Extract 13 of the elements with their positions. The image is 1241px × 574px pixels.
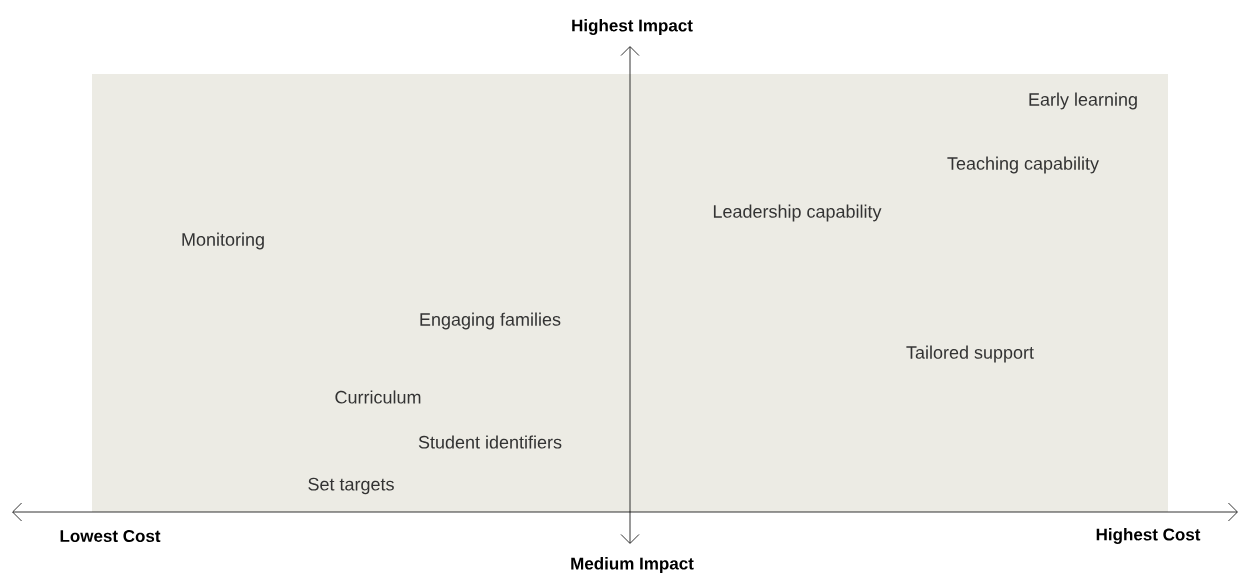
quadrant-label: Set targets [308,477,394,495]
quadrant-label: Tailored support [906,345,1034,363]
quadrant-label: Student identifiers [418,435,562,449]
axis-label: Medium Impact [571,557,694,573]
quadrant-label: Teaching capability [947,156,1099,174]
quadrant-label: Engaging families [420,312,561,330]
quadrant-label: Early learning [1029,92,1137,110]
quadrant-label: Monitoring [182,232,264,250]
axis-label: Highest Impact [572,19,693,35]
axis-label: Highest Cost [1096,528,1201,544]
quadrant-label: Curriculum [335,390,421,404]
axis-label: Lowest Cost [60,530,161,543]
quadrant-label: Leadership capability [713,204,882,222]
